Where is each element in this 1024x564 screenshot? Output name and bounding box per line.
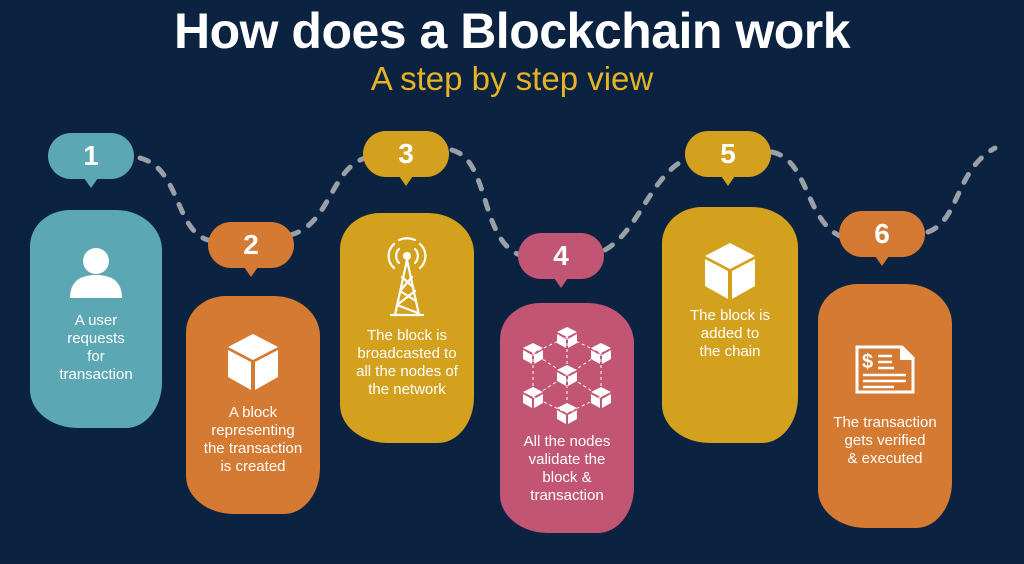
invoice-dollar-icon: $ xyxy=(855,345,915,394)
step-4-number-bubble: 4 xyxy=(518,233,604,288)
page-title: How does a Blockchain work xyxy=(173,3,851,59)
step-5-card: The block is added to the chain xyxy=(662,207,798,443)
step-2-number-bubble: 2 xyxy=(208,222,294,277)
page-subtitle: A step by step view xyxy=(370,60,654,97)
step-6-number-bubble: 6 xyxy=(839,211,925,266)
step-6-card: $ The transaction gets verified & execut… xyxy=(818,284,952,528)
user-icon xyxy=(70,248,122,298)
step-4-text: All the nodes validate the block & trans… xyxy=(523,433,611,504)
step-6-text: The transaction gets verified & executed xyxy=(833,414,937,467)
broadcast-tower-icon xyxy=(387,237,427,317)
step-3-card: The block is broadcasted to all the node… xyxy=(340,213,474,443)
step-3-number-bubble: 3 xyxy=(363,131,449,186)
step-2-card: A block representing the transaction is … xyxy=(186,296,320,514)
step-1-card: A user requests for transaction xyxy=(30,210,162,428)
svg-text:$: $ xyxy=(862,351,873,373)
step-3-text: The block is broadcasted to all the node… xyxy=(356,327,458,398)
cube-icon xyxy=(228,334,278,390)
step-5-number-bubble: 5 xyxy=(685,131,771,186)
step-4-card: All the nodes validate the block & trans… xyxy=(500,303,634,533)
step-5-text: The block is added to the chain xyxy=(689,307,771,360)
step-2-text: A block representing the transaction is … xyxy=(203,404,303,475)
cube-icon xyxy=(705,243,755,299)
node-network-icon xyxy=(523,327,611,424)
step-1-text: A user requests for transaction xyxy=(59,312,133,383)
step-1-number-bubble: 1 xyxy=(48,133,134,188)
